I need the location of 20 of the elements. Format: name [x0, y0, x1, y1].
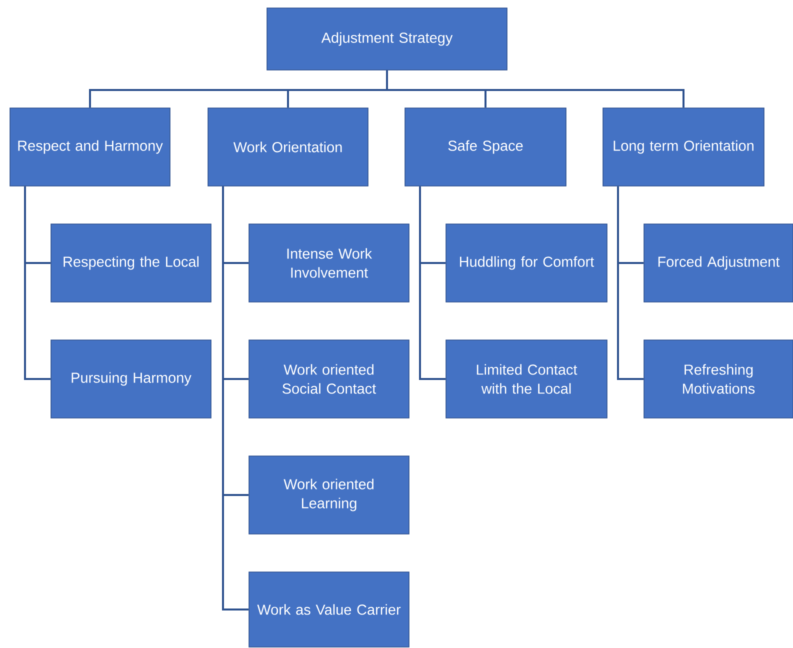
category-box: Huddling for Comfort: [446, 224, 608, 302]
category-box: Limited Contact with the Local: [446, 340, 608, 418]
category-box: Adjustment Strategy: [266, 8, 508, 70]
category-box: Work oriented Learning: [248, 456, 410, 534]
category-box: Pursuing Harmony: [50, 340, 212, 418]
category-box: Respecting the Local: [50, 224, 212, 302]
category-box: Long term Orientation: [602, 108, 764, 186]
category-box: Work Orientation: [208, 108, 368, 186]
category-box: Respect and Harmony: [10, 108, 170, 186]
category-box: Intense Work Involvement: [248, 224, 410, 302]
category-box: Work oriented Social Contact: [248, 340, 410, 418]
connector-line: [419, 186, 446, 380]
connector-line: [222, 186, 249, 610]
category-box: Safe Space: [404, 108, 566, 186]
category-box: Work as Value Carrier: [248, 572, 410, 648]
connector-line: [617, 186, 644, 380]
connector-line: [386, 70, 684, 108]
connector-line: [24, 186, 51, 380]
category-box: Refreshing Motivations: [644, 340, 793, 418]
category-box: Forced Adjustment: [644, 224, 793, 302]
